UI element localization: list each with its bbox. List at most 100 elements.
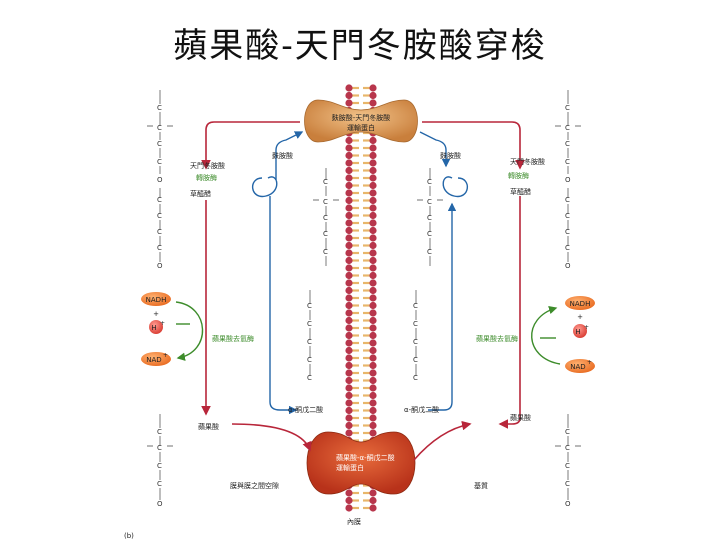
left-mdh-label: 蘋果酸去氫酶 (212, 334, 254, 343)
lipid-head (345, 406, 353, 415)
lipid-head (369, 271, 377, 280)
right-transaminase-label: 轉胺酶 (508, 171, 529, 180)
svg-text:C: C (157, 444, 162, 452)
lipid-head (369, 496, 377, 505)
lipid-head (369, 189, 377, 197)
lipid-head (369, 279, 377, 287)
left-nadh-pill (141, 292, 171, 306)
lipid-head (369, 249, 377, 257)
lipid-head (369, 294, 377, 302)
left-labels: 天門冬胺酸 轉胺酶 草醯醋 蘋果酸去氫酶 蘋果酸 麩胺酸 α-酮戊二酸 (190, 151, 323, 431)
left-h-label: H (151, 324, 156, 332)
lipid-head (369, 324, 377, 332)
lipid-head (345, 91, 353, 100)
lipid-head (345, 346, 353, 355)
lipid-head (345, 286, 353, 295)
lipid-head (345, 354, 353, 362)
lipid-head (369, 331, 377, 340)
lipid-head (345, 181, 353, 190)
lipid-head (345, 256, 353, 265)
lipid-head (345, 301, 353, 310)
svg-text:C: C (323, 198, 328, 206)
lipid-head (369, 429, 377, 437)
svg-text:C: C (413, 356, 418, 364)
left-transaminase-label: 轉胺酶 (196, 173, 217, 182)
lipid-head (345, 136, 353, 145)
svg-text:C: C (565, 212, 570, 220)
lipid-head (345, 271, 353, 280)
left-aspartate-label: 天門冬胺酸 (190, 161, 225, 170)
svg-text:C: C (565, 140, 570, 148)
svg-text:C: C (157, 104, 162, 112)
svg-text:C: C (323, 248, 328, 256)
lipid-head (369, 399, 377, 407)
lipid-head (345, 369, 353, 377)
svg-text:C: C (157, 158, 162, 166)
lipid-head (345, 84, 353, 92)
red-loop-arrows (201, 121, 525, 461)
transporter-bottom-line1: 蘋果酸-α-酮戊二酸 (336, 453, 395, 462)
lipid-head (369, 144, 377, 152)
lipid-head (369, 196, 377, 205)
lipid-head (369, 489, 377, 497)
right-aspartate-label: 天門冬胺酸 (510, 157, 545, 166)
lipid-head (369, 166, 377, 175)
lipid-head (369, 99, 377, 107)
svg-text:C: C (413, 338, 418, 346)
lipid-head (369, 264, 377, 272)
lipid-head (345, 159, 353, 167)
lipid-head (369, 339, 377, 347)
lipid-head (369, 376, 377, 385)
svg-text:C: C (565, 444, 570, 452)
lipid-head (345, 489, 353, 497)
lipid-head (345, 429, 353, 437)
left-malate-label: 蘋果酸 (198, 422, 219, 431)
lipid-head (369, 204, 377, 212)
lipid-head (369, 346, 377, 355)
lipid-head (345, 196, 353, 205)
right-oxaloacetate-label: 草醯醋 (510, 187, 531, 196)
lipid-head (345, 339, 353, 347)
matrix-label: 基質 (474, 481, 488, 490)
right-malate-label: 蘋果酸 (510, 413, 531, 422)
lipid-head (369, 159, 377, 167)
svg-text:C: C (565, 428, 570, 436)
left-nad-label: NAD (146, 356, 161, 364)
lipid-head (345, 414, 353, 422)
svg-text:C: C (427, 198, 432, 206)
left-h-charge: + (160, 320, 165, 327)
lipid-head (369, 136, 377, 145)
right-nadh-label: NADH (570, 300, 591, 308)
svg-text:C: C (427, 178, 432, 186)
right-h-label: H (575, 328, 580, 336)
lipid-head (369, 406, 377, 415)
lipid-head (345, 391, 353, 400)
right-h-ball (573, 324, 587, 338)
svg-text:C: C (565, 228, 570, 236)
lipid-head (345, 226, 353, 235)
lipid-head (345, 211, 353, 220)
lipid-head (369, 181, 377, 190)
svg-text:C: C (427, 214, 432, 222)
svg-text:C: C (427, 230, 432, 238)
lipid-head (345, 204, 353, 212)
svg-text:C: C (413, 302, 418, 310)
left-nadh-label: NADH (146, 296, 167, 304)
lipid-head (345, 361, 353, 370)
left-cofactors: NADH + H + NAD + (141, 292, 171, 366)
svg-text:C: C (157, 428, 162, 436)
svg-text:C: C (157, 480, 162, 488)
lipid-head (345, 316, 353, 325)
lipid-head (345, 249, 353, 257)
svg-text:O: O (565, 500, 571, 508)
svg-text:C: C (413, 320, 418, 328)
left-akg-label: α-酮戊二酸 (288, 405, 323, 414)
lipid-head (345, 234, 353, 242)
page-title: 蘋果酸-天門冬胺酸穿梭 (173, 26, 547, 66)
right-labels: 天門冬胺酸 轉胺酶 草醯醋 蘋果酸去氫酶 蘋果酸 麩胺酸 α-酮戊二酸 (404, 151, 545, 422)
lipid-head (345, 99, 353, 107)
svg-text:C: C (307, 374, 312, 382)
svg-text:C: C (565, 462, 570, 470)
